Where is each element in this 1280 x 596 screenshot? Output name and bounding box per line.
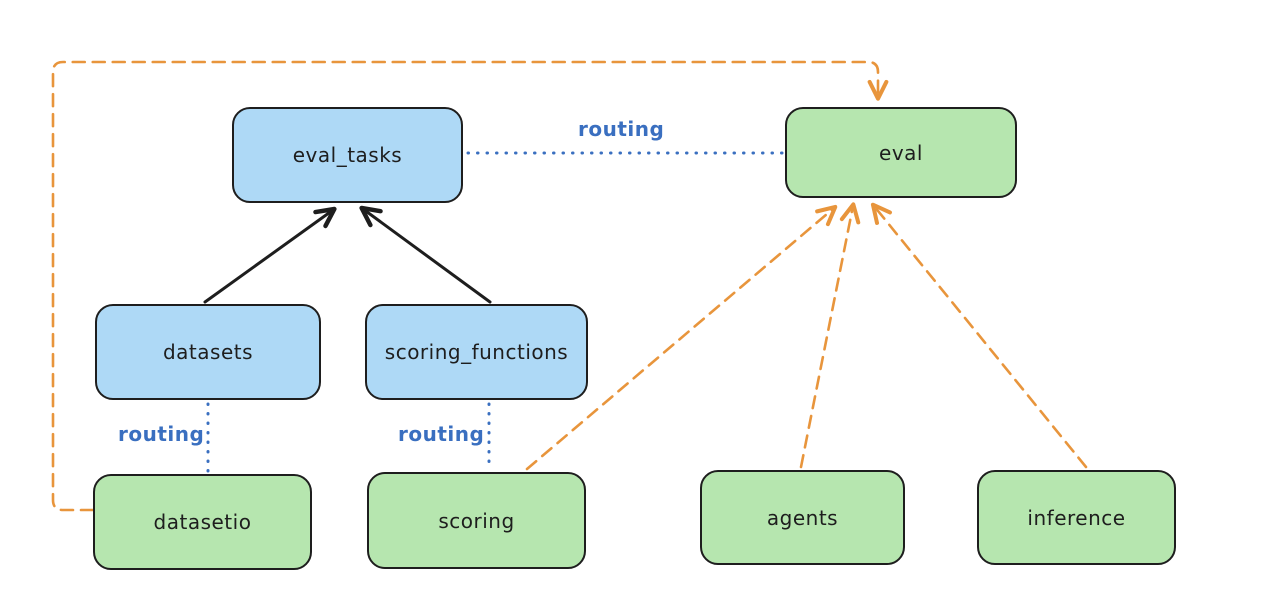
node-eval-tasks: eval_tasks	[232, 107, 463, 203]
node-agents: agents	[700, 470, 905, 565]
node-scoring-functions-label: scoring_functions	[384, 340, 569, 364]
node-datasets: datasets	[95, 304, 321, 400]
edge-scoring-to-eval	[525, 204, 838, 471]
node-eval: eval	[785, 107, 1017, 198]
node-datasetio-label: datasetio	[153, 510, 252, 534]
edge-agents-to-eval	[799, 202, 861, 469]
edge-datasets-to-eval-tasks	[203, 206, 337, 304]
edge-scoring-functions-to-eval-tasks	[359, 205, 492, 304]
node-datasets-label: datasets	[162, 340, 254, 364]
node-agents-label: agents	[766, 505, 839, 530]
edge-inference-to-eval	[870, 202, 1088, 469]
edge-datasetio-to-eval	[51, 60, 889, 512]
node-datasetio: datasetio	[93, 474, 312, 570]
node-eval-label: eval	[879, 140, 923, 165]
routing-label-scoring-functions-scoring: routing	[398, 422, 485, 446]
node-eval-tasks-label: eval_tasks	[292, 143, 403, 167]
routing-label-eval-tasks-eval: routing	[578, 117, 665, 141]
node-inference-label: inference	[1027, 505, 1126, 530]
node-scoring: scoring	[367, 472, 586, 569]
routing-label-datasets-datasetio: routing	[118, 422, 205, 446]
node-inference: inference	[977, 470, 1176, 565]
node-scoring-label: scoring	[438, 508, 515, 533]
node-scoring-functions: scoring_functions	[365, 304, 588, 400]
